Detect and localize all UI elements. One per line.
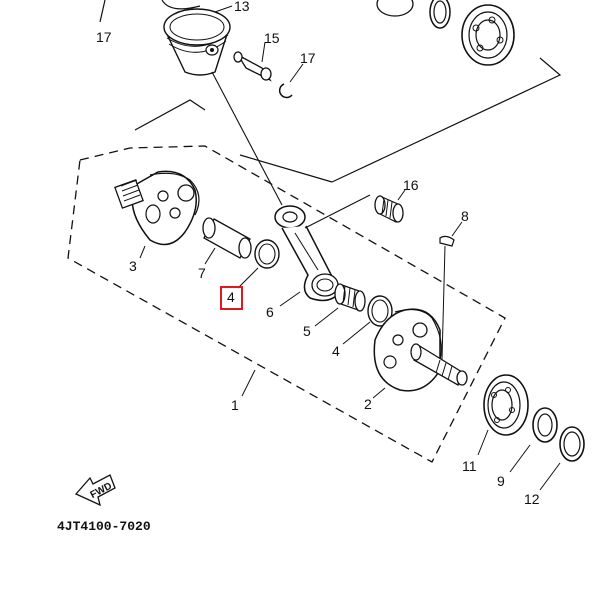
washer-right-part-4 [367, 295, 393, 327]
leader-3 [139, 245, 146, 259]
upper-box-left-edge [134, 99, 206, 131]
leader-11 [477, 429, 489, 456]
callout-15: 15 [264, 30, 280, 46]
callout-4-right: 4 [332, 343, 340, 359]
callout-4-left: 4 [227, 289, 235, 305]
callout-13: 13 [234, 0, 250, 14]
small-end-leader [304, 194, 371, 229]
highlight-box [220, 286, 243, 310]
upper-box-bottom-edge [239, 154, 333, 183]
piston-ring-arc [161, 0, 201, 10]
callout-9: 9 [497, 473, 505, 489]
connecting-rod-part-6 [274, 205, 341, 302]
woodruff-key-part-8 [439, 235, 455, 247]
fwd-arrow-icon: FWD [74, 474, 116, 507]
rod-to-piston-line [211, 71, 283, 206]
crank-assembly-dashed-box [67, 145, 506, 463]
leader-2 [372, 387, 386, 399]
leader-5 [314, 307, 339, 327]
callout-11: 11 [462, 458, 477, 474]
leader-7 [204, 247, 216, 265]
piston-pin-part-15 [233, 51, 272, 82]
circlip-part-17 [278, 83, 293, 99]
leader-1 [241, 369, 256, 397]
oil-seal-part-9 [532, 407, 558, 443]
leader-6 [279, 291, 301, 307]
leader-4-left [237, 267, 259, 289]
main-bearing-part-11 [483, 374, 529, 436]
washer-left-part-4 [254, 239, 280, 269]
callout-17-right: 17 [300, 50, 316, 66]
part-code-label: 4JT4100-7020 [57, 519, 151, 534]
crank-pin-part-7 [202, 217, 252, 259]
leader-4-right [342, 321, 371, 345]
callout-16: 16 [403, 177, 419, 193]
leader-12 [539, 462, 561, 491]
small-end-bearing-part-16 [374, 195, 404, 223]
leader-8 [451, 221, 463, 237]
leader-16 [397, 189, 406, 201]
upper-box-right-edge [331, 57, 562, 183]
key-to-shaft-line [441, 245, 446, 361]
collar-ring-part-12 [559, 426, 585, 462]
leader-17-right [289, 63, 304, 83]
callout-1: 1 [231, 397, 239, 413]
callout-5: 5 [303, 323, 311, 339]
top-right-bearings [376, 0, 515, 66]
callout-7: 7 [198, 265, 206, 281]
piston-part-13 [163, 8, 231, 76]
crank-half-right-part-2 [373, 308, 468, 392]
callout-3: 3 [129, 258, 137, 274]
callout-8: 8 [461, 208, 469, 224]
callout-6: 6 [266, 304, 274, 320]
needle-bearing-part-5 [334, 283, 366, 312]
callout-17-left: 17 [96, 29, 112, 45]
leader-17-top [99, 0, 106, 23]
leader-15 [261, 41, 266, 63]
callout-2: 2 [364, 396, 372, 412]
leader-13 [214, 5, 233, 13]
leader-9 [509, 444, 531, 473]
crank-half-left-part-3 [114, 170, 200, 246]
callout-12: 12 [524, 491, 540, 507]
